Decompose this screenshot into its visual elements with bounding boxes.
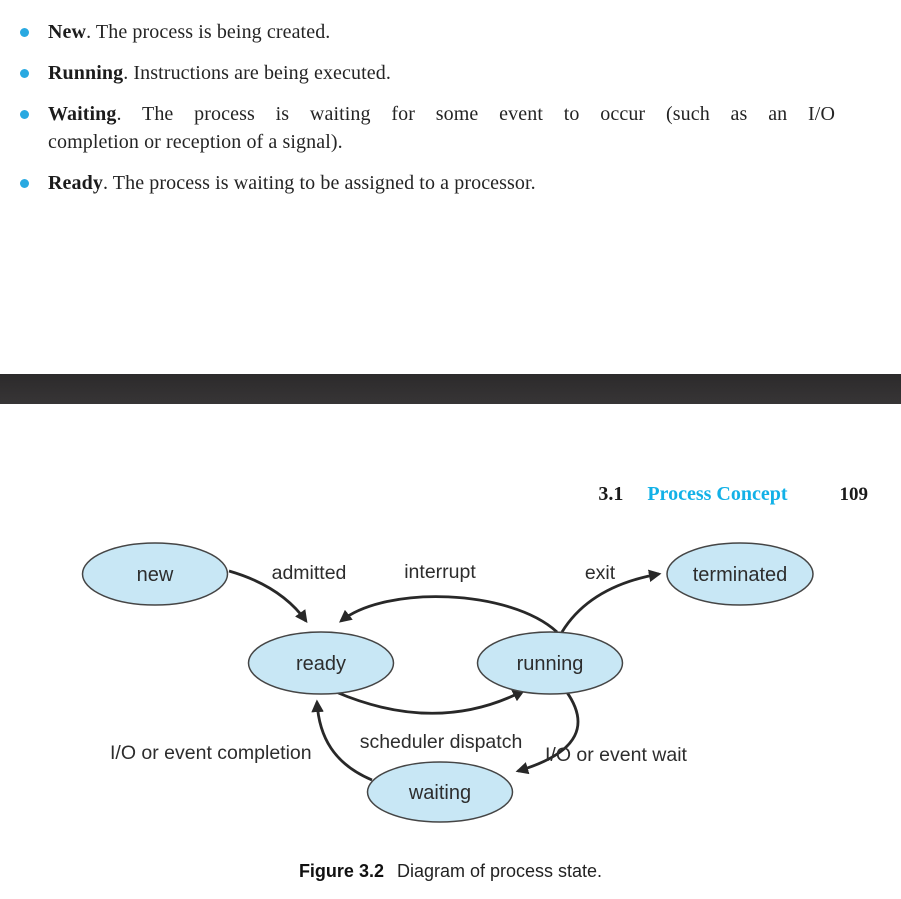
state-node-terminated: terminated bbox=[666, 542, 814, 606]
transition-arrow-exit bbox=[560, 569, 662, 633]
figure-caption-text: Diagram of process state. bbox=[396, 861, 603, 881]
bullet-term: Ready bbox=[48, 172, 103, 194]
process-state-diagram: admitted interrupt exit scheduler dispat… bbox=[81, 542, 814, 823]
transition-label-exit: exit bbox=[585, 562, 616, 584]
state-label-terminated: terminated bbox=[693, 564, 788, 586]
section-title: Process Concept bbox=[647, 483, 788, 505]
state-node-running: running bbox=[476, 631, 624, 695]
bullet-icon bbox=[20, 110, 29, 119]
state-label-waiting: waiting bbox=[408, 782, 471, 804]
bullet-item-running: Running. Instructions are being executed… bbox=[20, 59, 835, 87]
bullet-item-new: New. The process is being created. bbox=[20, 18, 835, 46]
transition-label-scheduler-dispatch: scheduler dispatch bbox=[360, 731, 523, 753]
figure-caption: Figure 3.2 Diagram of process state. bbox=[0, 861, 901, 882]
transition-label-io-wait: I/O or event wait bbox=[545, 744, 688, 766]
transition-arrow-admitted bbox=[228, 569, 308, 624]
running-header: 3.1 Process Concept 109 bbox=[598, 483, 868, 506]
section-number: 3.1 bbox=[598, 483, 624, 505]
transition-label-admitted: admitted bbox=[272, 562, 347, 584]
bullet-text: . The process is being created. bbox=[86, 21, 331, 43]
figure-caption-label: Figure 3.2 bbox=[298, 861, 384, 881]
transition-arrow-interrupt bbox=[339, 595, 558, 634]
state-ellipse-waiting bbox=[366, 761, 514, 823]
transition-arrow-io-wait bbox=[515, 690, 580, 775]
state-node-new: new bbox=[81, 542, 229, 606]
state-label-running: running bbox=[517, 653, 584, 675]
bullet-icon bbox=[20, 69, 29, 78]
state-ellipse-ready bbox=[247, 631, 395, 695]
state-node-ready: ready bbox=[247, 631, 395, 695]
bullet-text: . The process is waiting to be assigned … bbox=[102, 172, 536, 194]
page-number: 109 bbox=[839, 484, 869, 505]
state-ellipse-new bbox=[81, 542, 229, 606]
transition-label-io-completion: I/O or event completion bbox=[110, 742, 312, 764]
bullet-term: Running bbox=[48, 62, 124, 84]
bullet-term: Waiting bbox=[48, 103, 117, 125]
transition-arrow-scheduler-dispatch bbox=[335, 689, 526, 715]
transition-arrow-io-completion bbox=[311, 699, 373, 782]
state-ellipse-terminated bbox=[666, 542, 814, 606]
bullet-icon bbox=[20, 179, 29, 188]
bullet-item-ready: Ready. The process is waiting to be assi… bbox=[20, 169, 835, 197]
bullet-icon bbox=[20, 28, 29, 37]
bullet-term: New bbox=[48, 21, 87, 43]
state-label-new: new bbox=[137, 564, 174, 586]
bullet-text-line2: completion or reception of a signal). bbox=[48, 131, 343, 153]
bullet-text: . Instructions are being executed. bbox=[123, 62, 391, 84]
state-node-waiting: waiting bbox=[366, 761, 514, 823]
bullet-text-line1: Waiting. The process is waiting for some… bbox=[48, 103, 835, 125]
bullet-item-waiting: Waiting. The process is waiting for some… bbox=[20, 100, 835, 156]
transition-label-interrupt: interrupt bbox=[404, 561, 476, 583]
state-label-ready: ready bbox=[296, 653, 346, 675]
state-ellipse-running bbox=[476, 631, 624, 695]
process-state-bullet-list: New. The process is being created. Runni… bbox=[20, 18, 835, 210]
section-divider-bar bbox=[0, 374, 901, 404]
